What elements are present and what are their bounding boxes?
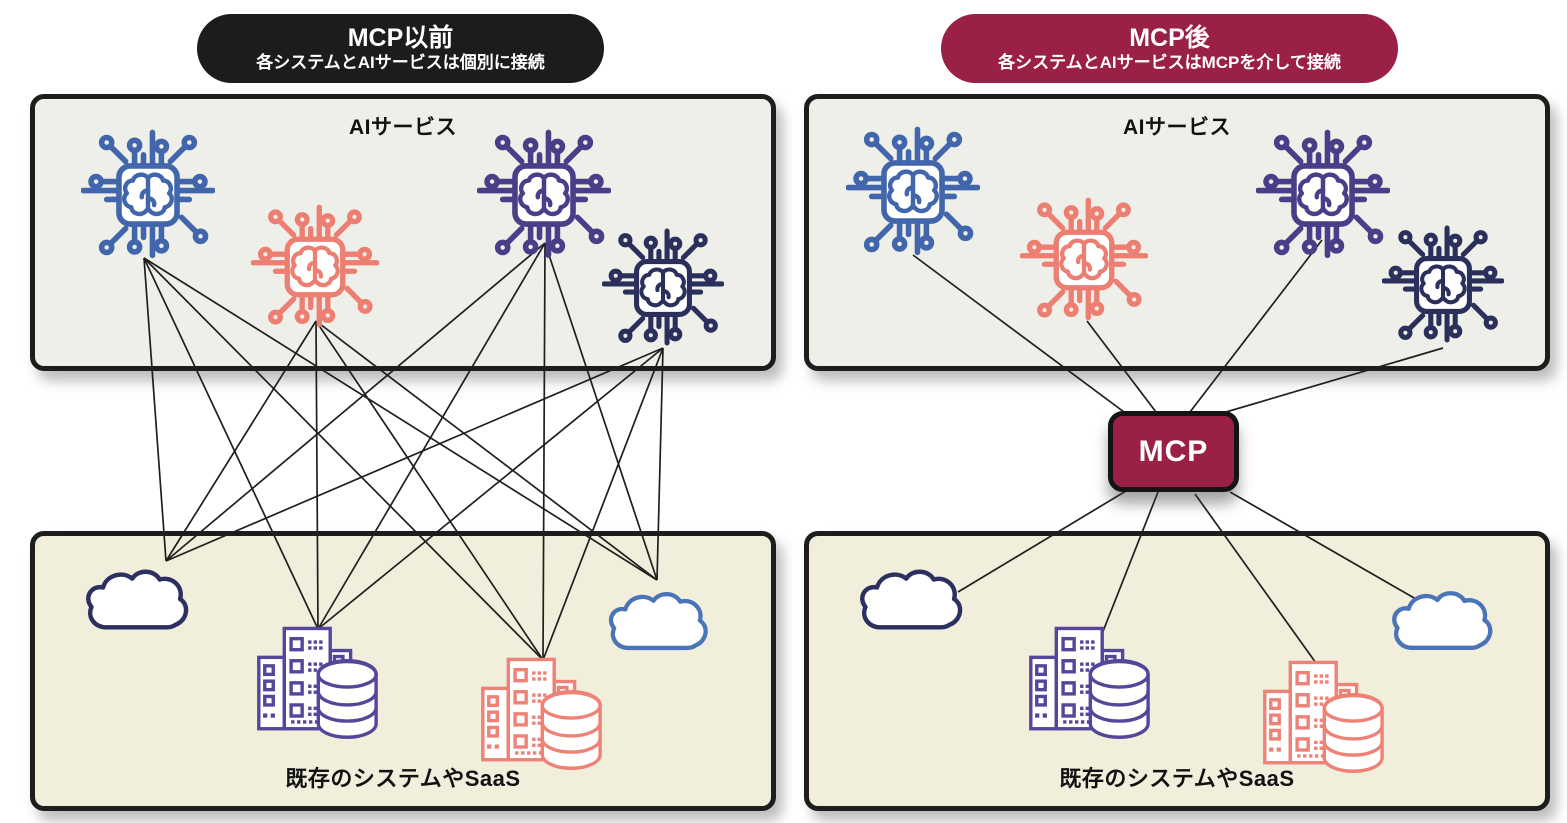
mcp-label: MCP [1138,434,1209,468]
cloud-icon [603,581,723,660]
before-mcp-subtitle: 各システムとAIサービスは個別に接続 [256,53,545,73]
ai-services-label-left: AIサービス [349,116,457,139]
ai-chip-icon [1020,196,1148,324]
ai-chip-icon [81,128,215,262]
before-mcp-title: MCP以前 [347,23,454,52]
mcp-box: MCP [1108,411,1239,492]
existing-systems-label-right: 既存のシステムやSaaS [1059,766,1295,791]
servers-database-icon [476,649,612,777]
servers-database-icon [1024,618,1160,746]
connection-line [165,347,664,562]
ai-chip-icon [477,128,611,262]
existing-systems-label-left: 既存のシステムやSaaS [285,766,521,791]
after-mcp-subtitle: 各システムとAIサービスはMCPを介して接続 [998,53,1341,73]
cloud-icon [1386,580,1508,660]
ai-chip-icon [1382,224,1504,346]
ai-chip-icon [1256,128,1390,262]
servers-database-icon [252,618,388,746]
cloud-icon [80,558,204,640]
ai-chip-icon [602,227,724,349]
ai-services-label-right: AIサービス [1123,116,1231,139]
ai-chip-icon [846,125,980,259]
servers-database-icon [1258,652,1394,780]
after-mcp-title: MCP後 [1129,23,1210,52]
ai-chip-icon [251,203,379,331]
before-mcp-badge: MCP以前 各システムとAIサービスは個別に接続 [197,14,604,83]
after-mcp-badge: MCP後 各システムとAIサービスはMCPを介して接続 [941,14,1398,83]
cloud-icon [854,558,978,640]
